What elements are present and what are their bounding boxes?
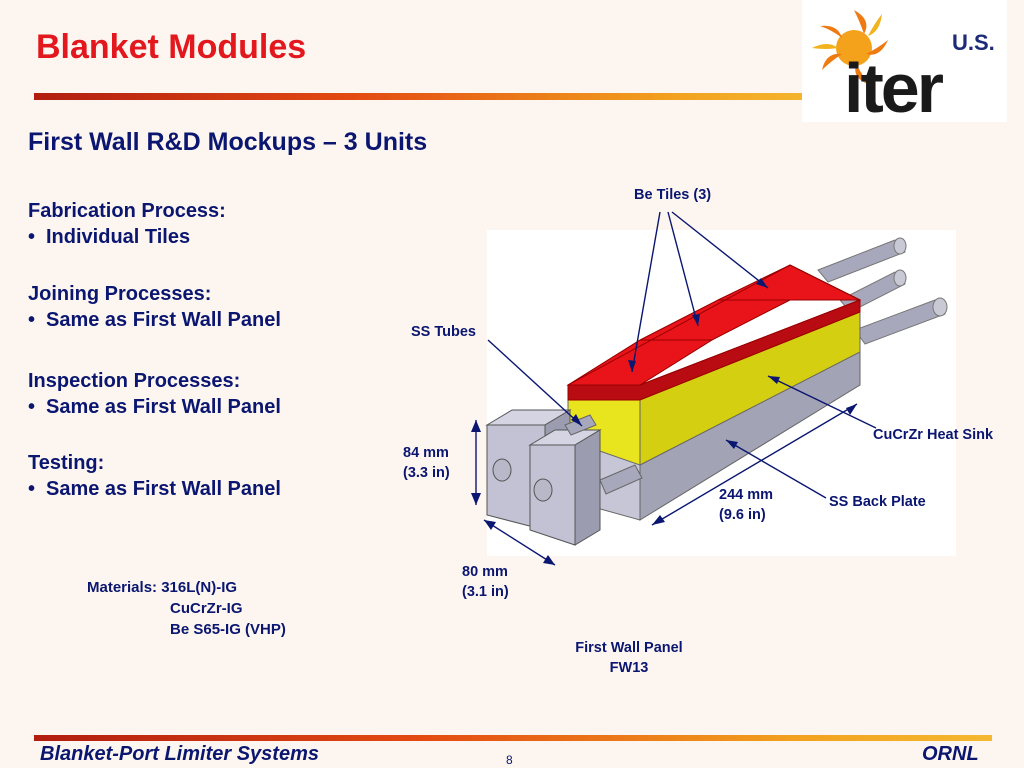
dimension-value: 244 mm [719, 487, 774, 503]
label-length: 244 mm (9.6 in) [719, 485, 773, 525]
page-number: 8 [506, 753, 513, 767]
label-height: 84 mm (3.3 in) [403, 443, 450, 483]
bullet-glyph: • [28, 309, 36, 331]
section-testing: Testing: • Same as First Wall Panel [28, 452, 281, 501]
logo-iter-text: iter [844, 49, 944, 122]
footer-divider [34, 735, 992, 741]
label-be-tiles: Be Tiles (3) [634, 187, 712, 203]
section-heading: Fabrication Process: [28, 200, 226, 222]
diagram-caption: First Wall Panel FW13 [566, 638, 692, 678]
dimension-value: 84 mm [403, 445, 449, 461]
be-tiles [566, 264, 862, 401]
end-block-right [528, 429, 602, 546]
material-item: 316L(N)-IG [161, 579, 238, 596]
annotation-arrows [475, 211, 877, 566]
bullet-text: Same as First Wall Panel [46, 396, 281, 418]
dimension-value: (3.3 in) [403, 465, 450, 481]
bullet-item: • Individual Tiles [28, 226, 226, 249]
bullet-text: Same as First Wall Panel [46, 478, 281, 500]
title-divider [34, 93, 834, 100]
section-heading: Testing: [28, 452, 105, 474]
section-heading: Inspection Processes: [28, 370, 241, 392]
logo-us-text: U.S. [952, 30, 995, 55]
bullet-item: • Same as First Wall Panel [28, 309, 281, 332]
caption-line: FW13 [609, 660, 649, 676]
material-item: Be S65-IG (VHP) [170, 621, 286, 638]
bullet-glyph: • [28, 478, 36, 500]
arrow-heads [471, 278, 857, 565]
section-inspection: Inspection Processes: • Same as First Wa… [28, 370, 281, 419]
materials-list: Materials: 316L(N)-IG [87, 578, 237, 598]
footer-organization: ORNL [922, 743, 979, 765]
dimension-value: 80 mm [462, 564, 508, 580]
section-joining: Joining Processes: • Same as First Wall … [28, 283, 281, 332]
slide-subtitle: First Wall R&D Mockups – 3 Units [28, 128, 428, 156]
dimension-value: (9.6 in) [719, 507, 766, 523]
bullet-text: Same as First Wall Panel [46, 309, 281, 331]
bullet-item: • Same as First Wall Panel [28, 478, 281, 501]
label-width: 80 mm (3.1 in) [462, 562, 509, 602]
bullet-glyph: • [28, 396, 36, 418]
bullet-glyph: • [28, 226, 36, 248]
bullet-item: • Same as First Wall Panel [28, 396, 281, 419]
slide-title: Blanket Modules [36, 28, 307, 66]
caption-line: First Wall Panel [575, 640, 683, 656]
section-fabrication: Fabrication Process: • Individual Tiles [28, 200, 226, 249]
sun-icon [812, 10, 888, 84]
label-ss-tubes: SS Tubes [411, 324, 476, 340]
dimension-value: (3.1 in) [462, 584, 509, 600]
material-item: CuCrZr-IG [170, 600, 243, 617]
label-back-plate: SS Back Plate [829, 494, 926, 510]
iter-logo: U.S. iter [802, 0, 1007, 127]
label-heat-sink: CuCrZr Heat Sink [873, 427, 994, 443]
iter-logo-graphic: U.S. iter [812, 10, 995, 127]
bullet-text: Individual Tiles [46, 226, 191, 248]
footer-program-name: Blanket-Port Limiter Systems [40, 743, 319, 765]
materials-label: Materials: [87, 579, 158, 596]
section-heading: Joining Processes: [28, 283, 212, 305]
